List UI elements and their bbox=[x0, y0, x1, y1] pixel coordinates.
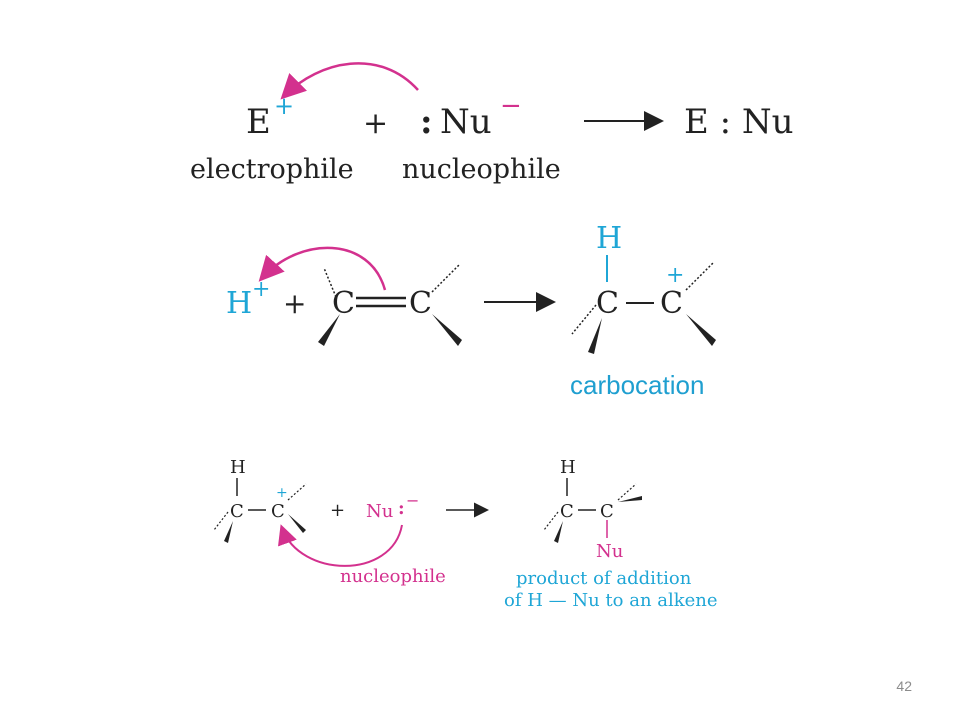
alkene-carbon-left: C bbox=[332, 286, 355, 321]
curved-arrow-3 bbox=[278, 524, 403, 567]
reaction-3: H C C + + Nu : − nucleophile H C C Nu pr… bbox=[213, 457, 718, 611]
carbocation-label: carbocation bbox=[570, 370, 704, 400]
electrophile-charge: + bbox=[274, 92, 294, 120]
alkene-wedge-bond-right bbox=[432, 314, 462, 346]
page-number: 42 bbox=[896, 678, 912, 694]
reactant-hydrogen: H bbox=[230, 457, 246, 478]
reactant-hashed-bond-left bbox=[213, 511, 229, 531]
product-wedge-bond-left bbox=[554, 521, 563, 543]
curved-arrow-1 bbox=[280, 62, 419, 100]
alkene-hashed-bond-left bbox=[323, 267, 337, 298]
alkene-wedge-bond-left bbox=[318, 314, 340, 346]
reactant-hashed-bond-right bbox=[287, 483, 307, 501]
carbocation-charge: + bbox=[666, 263, 684, 288]
carbocation-hashed-bond-right bbox=[685, 261, 715, 291]
product-wedge-bond-right bbox=[618, 496, 642, 502]
nucleophile-lone-pair: : bbox=[398, 498, 405, 519]
proton-charge: + bbox=[252, 277, 270, 302]
nucleophile-label-3: nucleophile bbox=[340, 566, 446, 587]
nucleophile-charge: − bbox=[500, 91, 522, 121]
reactant-wedge-bond-left bbox=[224, 521, 233, 543]
product-carbon-left: C bbox=[560, 501, 574, 522]
nucleophile-symbol: Nu bbox=[440, 102, 492, 142]
lone-pair-1: : bbox=[420, 102, 433, 142]
product-carbon-right: C bbox=[600, 501, 614, 522]
reactant-carbon-left: C bbox=[230, 501, 244, 522]
reaction-2: H + + C C H C C + carbocation bbox=[226, 221, 716, 400]
electrophile-label: electrophile bbox=[190, 154, 354, 185]
reaction-1: E + + : Nu − E : Nu electrophile nucleop… bbox=[190, 62, 794, 185]
proton-symbol: H bbox=[226, 286, 252, 321]
product-nucleophile: Nu bbox=[596, 541, 623, 562]
product-label-line-2: of H — Nu to an alkene bbox=[504, 590, 718, 611]
product-hashed-bond-right bbox=[617, 483, 637, 501]
reactant-carbon-right: C bbox=[271, 501, 285, 522]
curved-arrow-2 bbox=[258, 246, 387, 291]
plus-sign-2: + bbox=[283, 287, 306, 320]
electrophile-symbol: E bbox=[246, 102, 271, 142]
product-e-nu: E : Nu bbox=[684, 102, 794, 142]
nucleophile-reactant-charge: − bbox=[406, 491, 419, 510]
reactant-wedge-bond-right bbox=[288, 514, 306, 533]
carbocation-wedge-bond-right bbox=[686, 314, 716, 346]
product-label-line-1: product of addition bbox=[516, 568, 692, 589]
carbocation-hydrogen: H bbox=[596, 221, 622, 256]
carbocation-hashed-bond-left bbox=[571, 304, 597, 335]
alkene-carbon-right: C bbox=[409, 286, 432, 321]
product-hydrogen: H bbox=[560, 457, 576, 478]
nucleophile-label: nucleophile bbox=[402, 154, 561, 185]
product-hashed-bond-left bbox=[543, 511, 559, 531]
carbocation-carbon-right: C bbox=[660, 286, 683, 321]
plus-sign-3: + bbox=[330, 500, 345, 521]
alkene-hashed-bond-right bbox=[431, 263, 461, 293]
reactant-charge: + bbox=[276, 485, 288, 501]
carbocation-wedge-bond-left bbox=[588, 318, 602, 354]
nucleophile-reactant: Nu bbox=[366, 501, 393, 522]
carbocation-carbon-left: C bbox=[596, 286, 619, 321]
plus-sign-1: + bbox=[363, 106, 388, 141]
